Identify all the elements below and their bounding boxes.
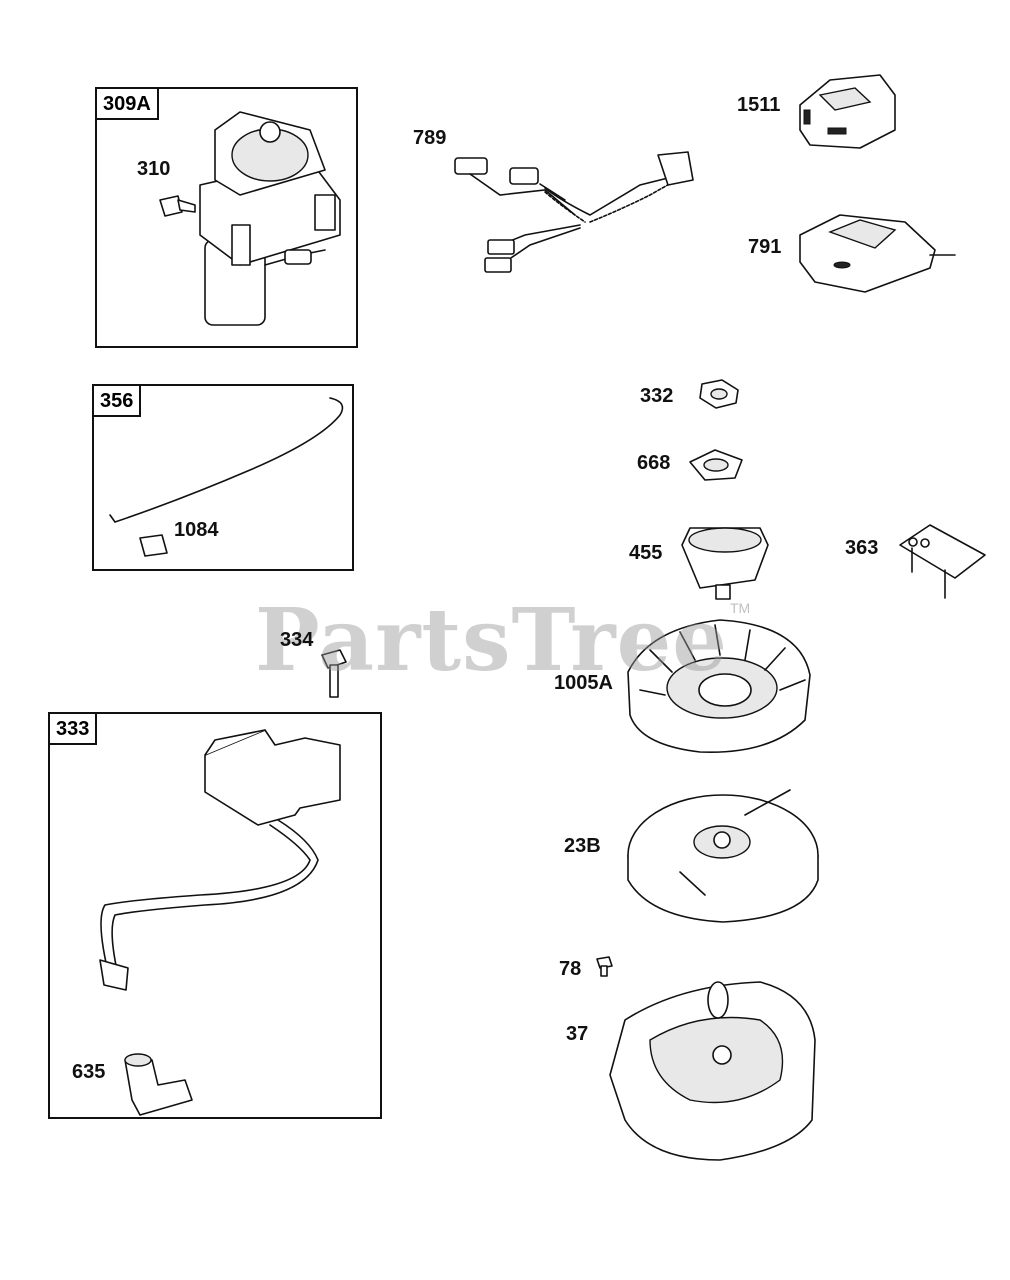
part-label-635[interactable]: 635 <box>72 1061 106 1083</box>
box-356-tag[interactable]: 356 <box>94 386 142 417</box>
box-356: 356 <box>92 384 354 571</box>
washer-drawing <box>689 449 743 481</box>
part-label-1511[interactable]: 1511 <box>737 94 781 116</box>
part-label-78[interactable]: 78 <box>559 958 582 980</box>
watermark: PartsTree <box>255 590 729 691</box>
part-label-310[interactable]: 310 <box>137 158 171 180</box>
battery-drawing <box>799 74 896 149</box>
part-label-1084[interactable]: 1084 <box>174 519 219 541</box>
box-309A-tag[interactable]: 309A <box>97 89 159 120</box>
part-label-791[interactable]: 791 <box>748 236 782 258</box>
part-label-1005A[interactable]: 1005A <box>554 672 613 694</box>
part-label-332[interactable]: 332 <box>640 385 674 407</box>
blower-housing-drawing <box>609 981 816 1161</box>
ignition-coil-drawing <box>99 729 341 991</box>
throttle-wire-drawing <box>109 397 344 557</box>
bracket-drawing <box>899 524 986 599</box>
bolt-drawing <box>321 649 347 698</box>
part-label-37[interactable]: 37 <box>566 1023 589 1045</box>
part-label-363[interactable]: 363 <box>845 537 879 559</box>
trademark-mark: TM <box>730 600 751 616</box>
screw-drawing <box>596 956 613 977</box>
part-label-789[interactable]: 789 <box>413 127 447 149</box>
part-label-23B[interactable]: 23B <box>564 835 601 857</box>
part-label-668[interactable]: 668 <box>637 452 671 474</box>
flywheel-drawing <box>627 789 819 923</box>
spark-boot-drawing <box>124 1053 193 1116</box>
flywheel-fan-drawing <box>627 619 811 754</box>
box-309A: 309A <box>95 87 358 348</box>
charger-drawing <box>799 214 956 293</box>
box-333: 333 <box>48 712 382 1119</box>
part-label-455[interactable]: 455 <box>629 542 663 564</box>
box-333-tag[interactable]: 333 <box>50 714 98 745</box>
starter-motor-drawing <box>159 111 341 326</box>
starter-cup-drawing <box>681 527 769 600</box>
wiring-harness-drawing <box>454 151 694 273</box>
part-label-334[interactable]: 334 <box>280 629 314 651</box>
